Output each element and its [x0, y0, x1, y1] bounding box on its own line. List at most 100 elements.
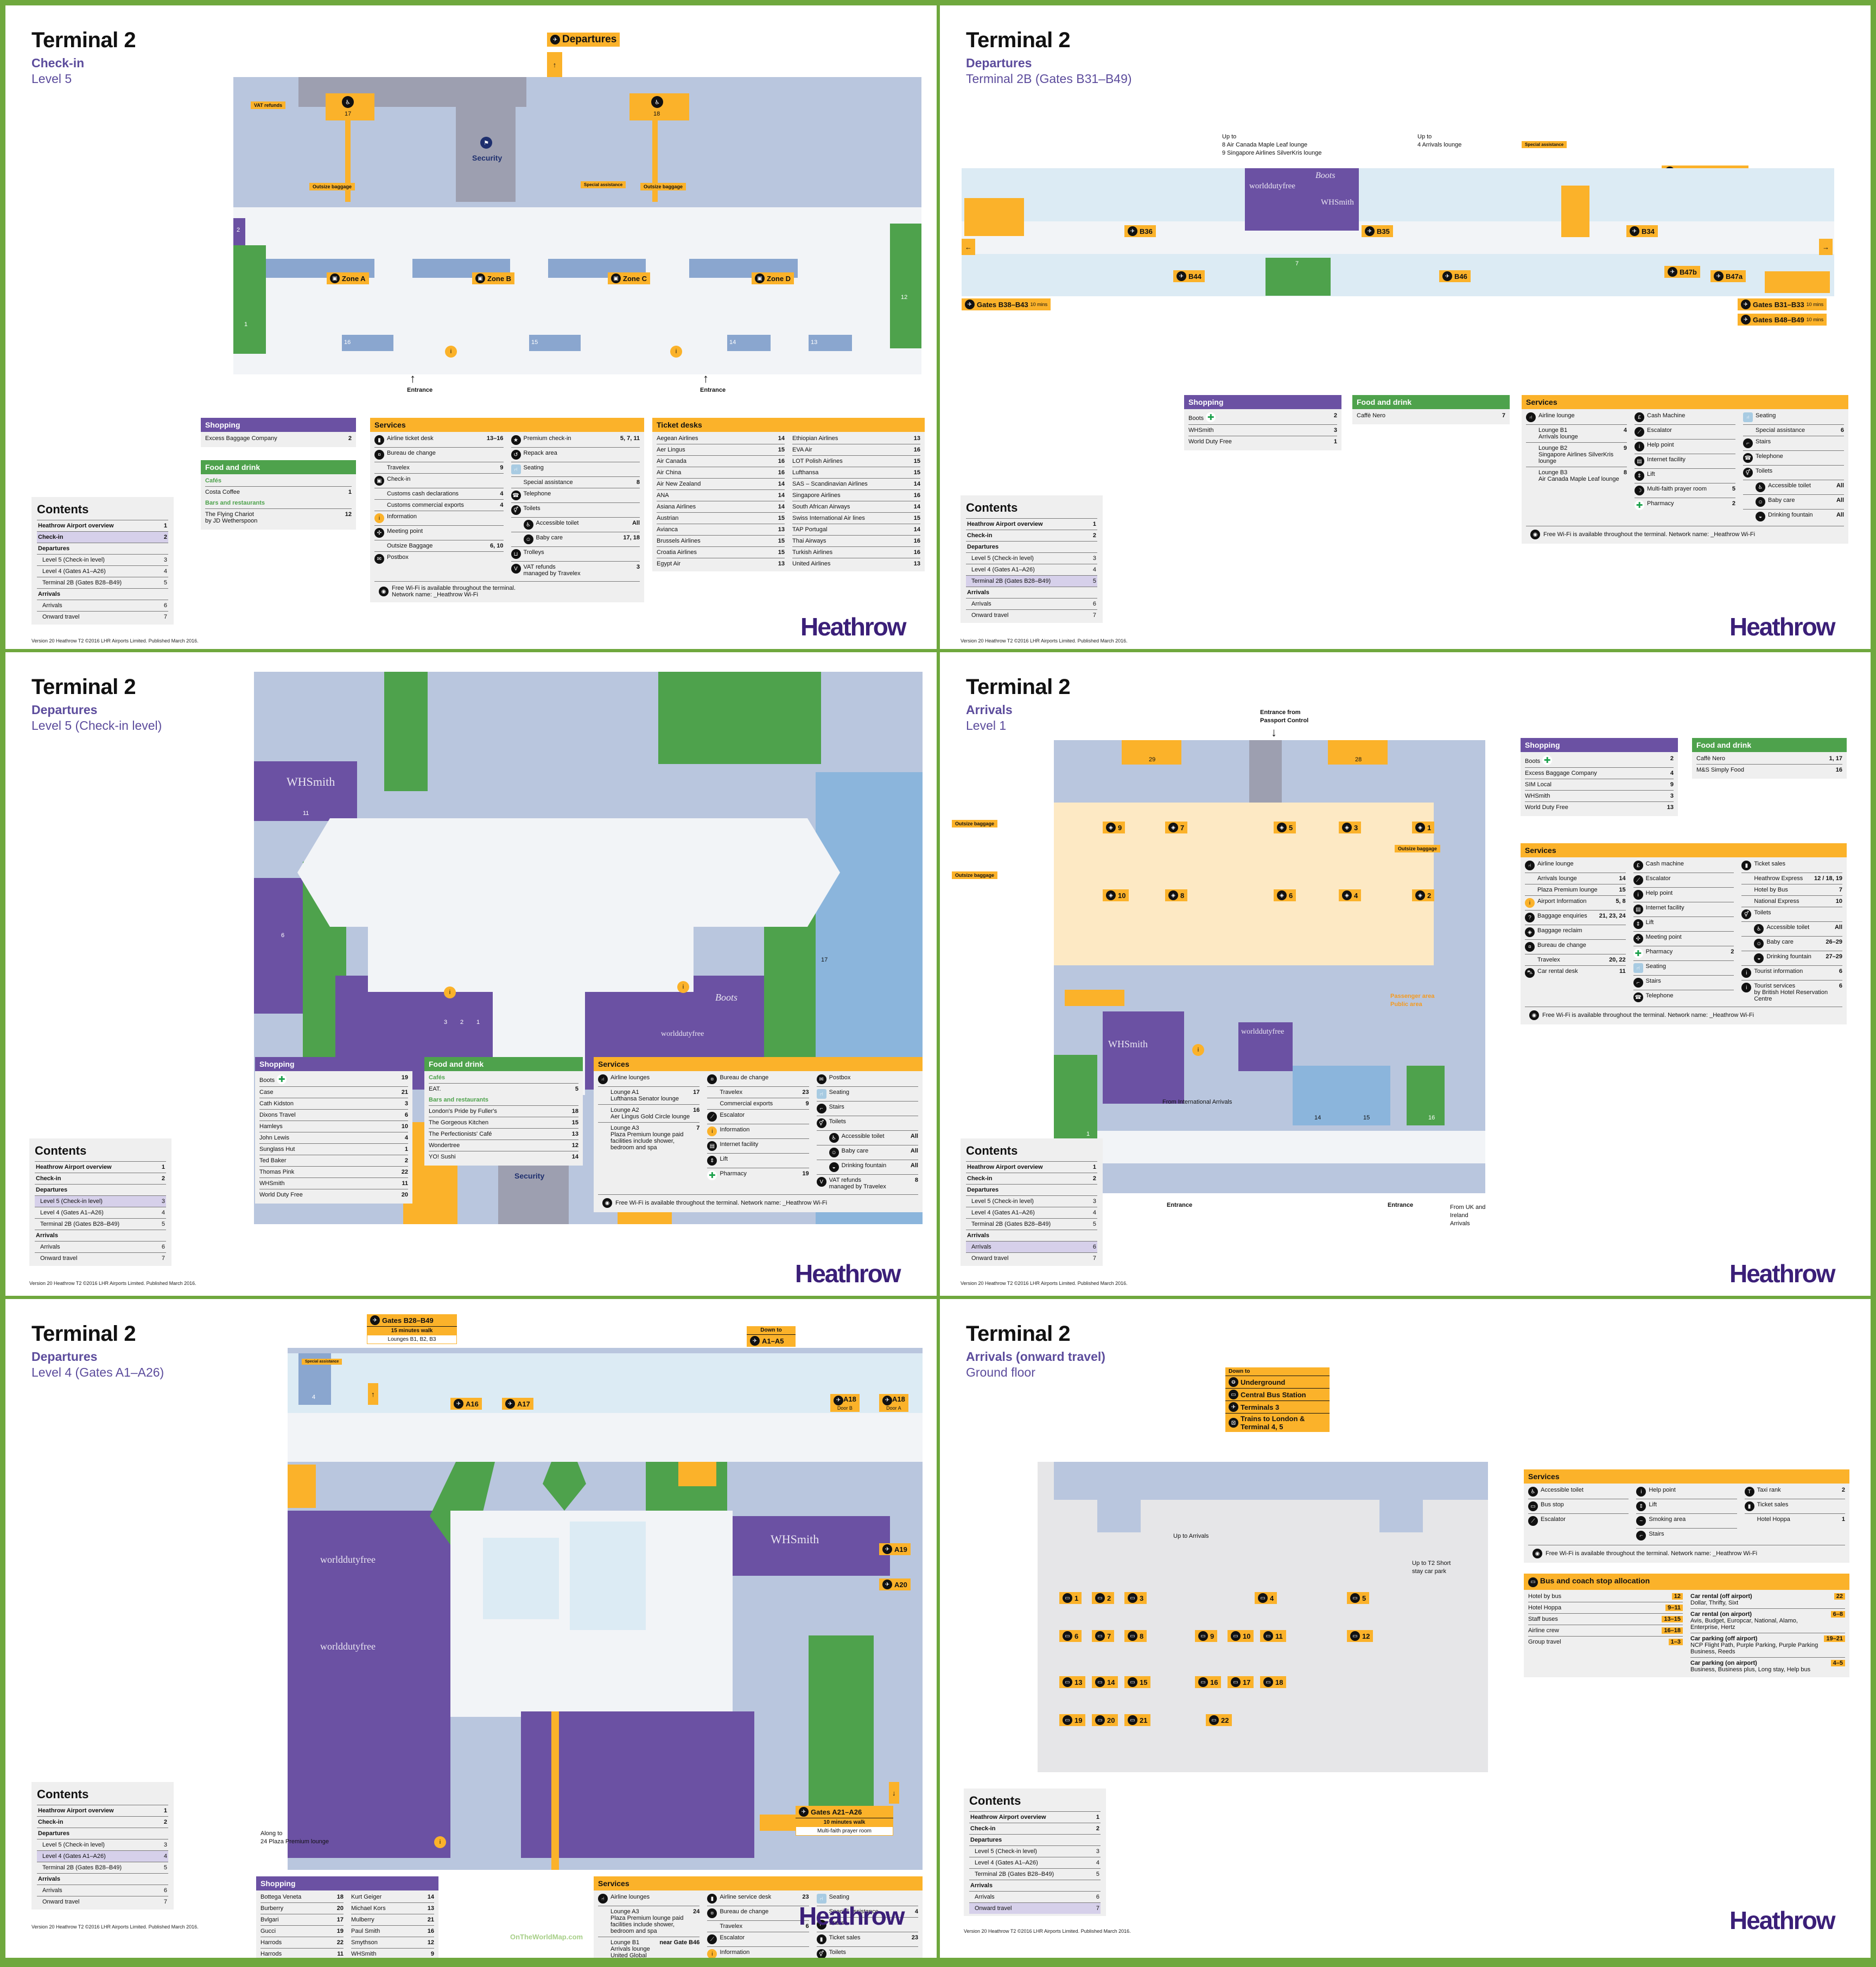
service-item[interactable]: ¤Bureau de change	[707, 1906, 809, 1921]
bus-stop-10[interactable]: ▭10	[1228, 1630, 1254, 1642]
zone-a-sign[interactable]: ▣Zone A	[327, 272, 369, 284]
contents-item[interactable]: Departures	[966, 1185, 1097, 1196]
down-to-a1-a5-sign[interactable]: Down to ✈A1–A5	[747, 1326, 796, 1347]
ticket-desk-13[interactable]: 13	[809, 335, 852, 351]
bus-stop-17[interactable]: ▭17	[1228, 1676, 1254, 1688]
service-item[interactable]: ⊔Trolleys	[511, 547, 640, 562]
service-item[interactable]: ~Smoking area	[1636, 1514, 1737, 1529]
gate-b47b[interactable]: ✈B47b	[1664, 266, 1700, 278]
contents-item[interactable]: Arrivals	[35, 1230, 166, 1242]
gate-a20[interactable]: ✈A20	[879, 1578, 911, 1590]
onward-destination[interactable]: ⊖Underground	[1225, 1376, 1330, 1388]
service-item[interactable]: ⑁Airline lounge	[1526, 410, 1627, 425]
shops-12-22[interactable]	[521, 1711, 754, 1858]
service-item[interactable]: ⇕Lift	[1636, 1499, 1737, 1514]
onward-destination[interactable]: ▭Central Bus Station	[1225, 1388, 1330, 1401]
service-item[interactable]: ¤Bureau de change	[374, 448, 504, 462]
contents-item[interactable]: Arrivals	[966, 587, 1097, 599]
service-item[interactable]: ⟋Escalator	[707, 1932, 809, 1947]
baggage-reclaim-belt-5[interactable]: ◈5	[1274, 822, 1296, 833]
cafe-7[interactable]: 7	[1265, 258, 1331, 296]
ticket-desk-15[interactable]: 15	[529, 335, 581, 351]
list-item[interactable]: Boots✚2	[1525, 753, 1674, 768]
zone-d-sign[interactable]: ▣Zone D	[752, 272, 794, 284]
gate-b35[interactable]: ✈B35	[1362, 225, 1393, 237]
service-item[interactable]: ▣Check-in	[374, 474, 504, 488]
service-item[interactable]: ⌐Stairs	[816, 1918, 918, 1932]
contents-item[interactable]: Terminal 2B (Gates B28–B49)5	[966, 1219, 1097, 1230]
food-16[interactable]: 16	[1407, 1066, 1445, 1125]
toilets-east[interactable]	[1765, 271, 1830, 293]
bar-12[interactable]: 12	[890, 224, 921, 348]
bus-stop-18[interactable]: ▭18	[1260, 1676, 1287, 1688]
service-item[interactable]: ⌐Stairs	[1633, 976, 1734, 990]
baggage-reclaim-belt-9[interactable]: ◈9	[1103, 822, 1125, 833]
bus-stop-9[interactable]: ▭9	[1195, 1630, 1218, 1642]
baggage-reclaim-belt-6[interactable]: ◈6	[1274, 889, 1296, 901]
bus-stop-5[interactable]: ▭5	[1347, 1592, 1370, 1604]
bus-stop-20[interactable]: ▭20	[1092, 1714, 1118, 1726]
service-item[interactable]: ⇕Lift	[1633, 917, 1734, 932]
toilets-29[interactable]: 29	[1122, 740, 1181, 765]
bus-stop-16[interactable]: ▭16	[1195, 1676, 1222, 1688]
service-item[interactable]: ▮Ticket sales	[1741, 858, 1843, 873]
bus-stop-3[interactable]: ▭3	[1124, 1592, 1147, 1604]
